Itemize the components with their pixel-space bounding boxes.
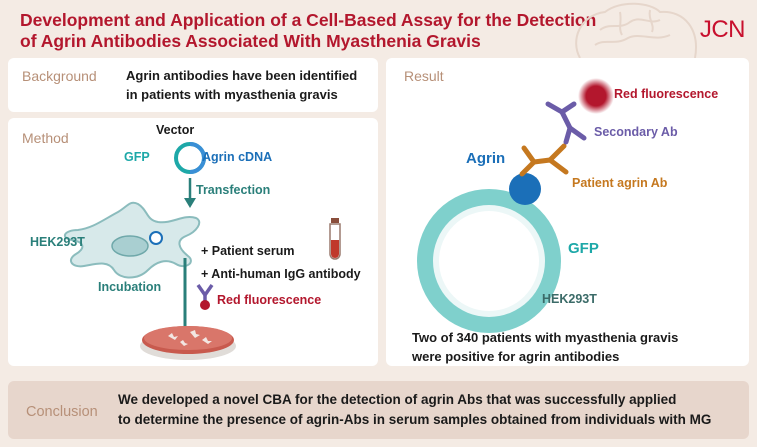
header-title: Development and Application of a Cell-Ba… (20, 10, 620, 52)
method-cell-label: HEK293T (30, 235, 85, 249)
result-summary-line-2: were positive for agrin antibodies (412, 349, 620, 364)
method-panel: Method Vector GFP Agrin cDNA Transfectio… (8, 118, 378, 366)
result-agrin-label: Agrin (466, 150, 506, 167)
result-label: Result (404, 68, 444, 84)
conclusion-text: We developed a novel CBA for the detecti… (118, 390, 738, 430)
result-cell-label: HEK293T (542, 292, 597, 306)
method-red-fluorescence-label: Red fluorescence (217, 293, 322, 307)
anti-igg-label: + Anti-human IgG antibody (201, 267, 361, 281)
patient-agrin-ab-label: Patient agrin Ab (572, 176, 668, 190)
patient-antibody-icon (519, 143, 569, 177)
title-line-2: of Agrin Antibodies Associated With Myas… (20, 31, 481, 51)
result-summary: Two of 340 patients with myasthenia grav… (412, 328, 678, 366)
method-label: Method (22, 130, 69, 146)
arrow-down-icon (184, 178, 196, 208)
background-text: Agrin antibodies have been identified in… (126, 68, 358, 102)
red-fluorescence-glow-icon (578, 78, 614, 114)
secondary-ab-label: Secondary Ab (594, 125, 678, 139)
patient-serum-label: + Patient serum (201, 244, 295, 258)
transfection-label: Transfection (196, 183, 271, 197)
plasmid-vector-icon (174, 142, 206, 174)
result-red-fluorescence-label: Red fluorescence (614, 87, 719, 101)
title-line-1: Development and Application of a Cell-Ba… (20, 10, 597, 30)
conclusion-line-1: We developed a novel CBA for the detecti… (118, 392, 677, 407)
result-gfp-label: GFP (568, 240, 599, 257)
result-panel: Result Agrin Patient agrin Ab Secondary … (386, 58, 749, 366)
gfp-cell-ring-icon (417, 189, 561, 333)
gfp-label: GFP (124, 150, 150, 164)
journal-logo: JCN (699, 16, 746, 43)
result-summary-line-1: Two of 340 patients with myasthenia grav… (412, 330, 679, 345)
antibody-red-icon (196, 283, 214, 310)
conclusion-line-2: to determine the presence of agrin-Abs i… (118, 412, 712, 427)
conclusion-panel: Conclusion We developed a novel CBA for … (8, 381, 749, 439)
background-panel: Background Agrin antibodies have been id… (8, 58, 378, 112)
serum-tube-icon (329, 218, 341, 260)
culture-dish-icon (140, 326, 236, 360)
conclusion-label: Conclusion (26, 404, 98, 420)
vector-label: Vector (156, 123, 195, 137)
cell-icon (63, 201, 201, 279)
secondary-antibody-icon (545, 101, 587, 145)
incubation-label: Incubation (98, 280, 162, 294)
brain-watermark-icon (575, 2, 697, 59)
agrin-dot-icon (509, 173, 541, 205)
agrin-cdna-label: Agrin cDNA (202, 150, 273, 164)
background-label: Background (22, 68, 97, 84)
